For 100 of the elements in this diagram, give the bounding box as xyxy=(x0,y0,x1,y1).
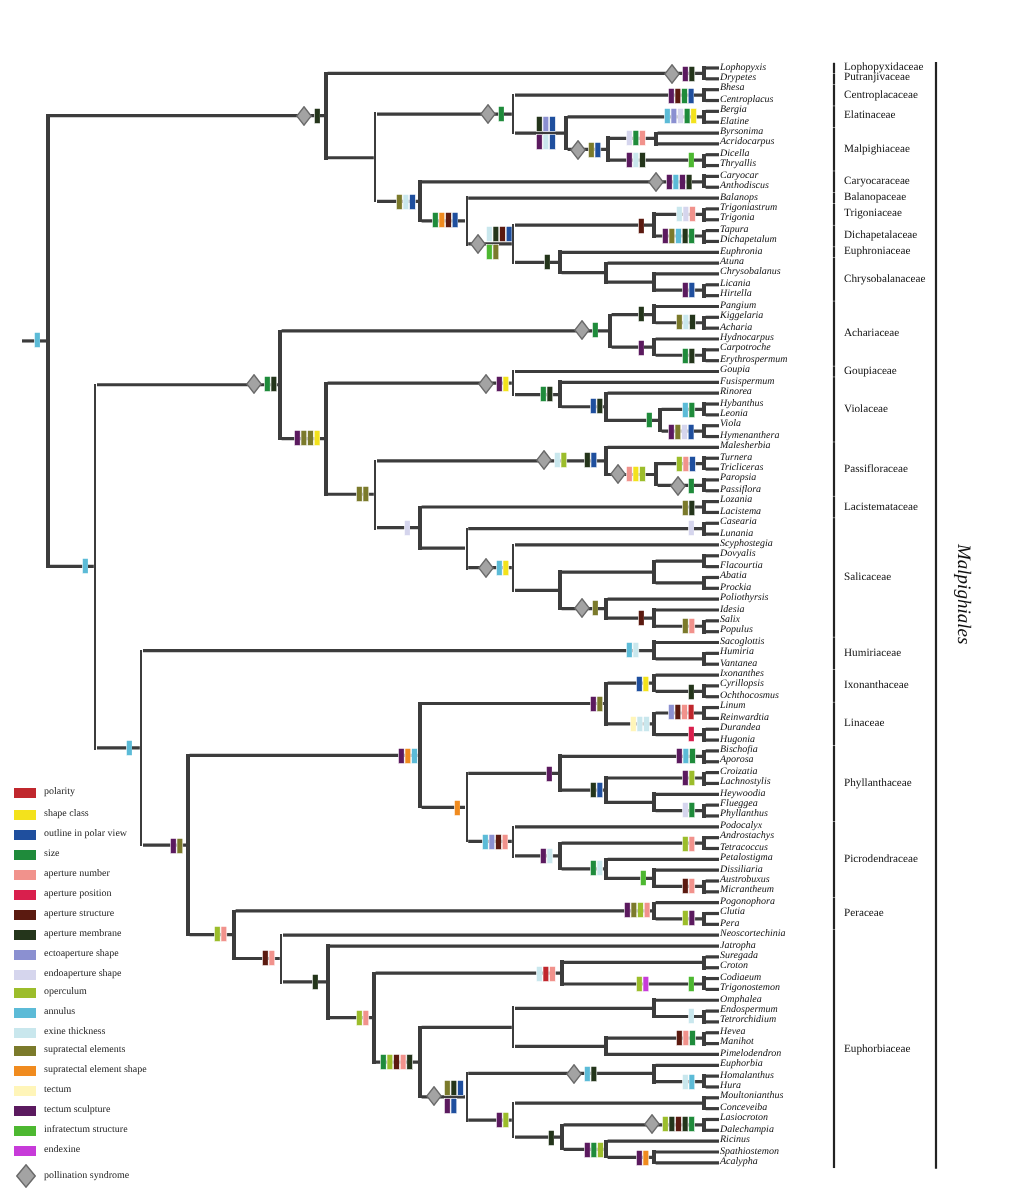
branch-line xyxy=(327,381,512,385)
clade-node-line xyxy=(511,223,515,264)
branch-line xyxy=(327,71,703,75)
branch-line xyxy=(609,136,655,141)
branch-line xyxy=(607,418,659,422)
branch-line xyxy=(49,564,94,568)
branch-line xyxy=(655,868,719,872)
branch-line xyxy=(561,405,605,409)
branch-line xyxy=(607,876,653,880)
branch-line xyxy=(561,841,703,845)
branch-line xyxy=(705,749,719,753)
branch-line xyxy=(705,976,719,981)
branch-line xyxy=(705,987,719,991)
branch-line xyxy=(705,814,719,818)
branch-line xyxy=(607,776,703,780)
branch-line xyxy=(607,1155,653,1159)
clade-node-line xyxy=(418,180,422,223)
branch-line xyxy=(657,142,719,146)
clade-node-line xyxy=(465,1071,469,1122)
clade-node-line xyxy=(465,527,469,570)
branch-line xyxy=(611,345,653,349)
clade-node-line xyxy=(372,971,376,1064)
branch-line xyxy=(468,1118,512,1122)
branch-line xyxy=(705,521,719,525)
clade-node-line xyxy=(604,857,608,880)
branch-line xyxy=(705,359,719,363)
branch-line xyxy=(655,998,719,1002)
clade-node-line xyxy=(558,380,562,409)
branch-line xyxy=(515,392,559,397)
clade-node-line xyxy=(604,681,608,726)
branch-line xyxy=(611,313,653,317)
branch-line xyxy=(327,156,374,160)
branch-line xyxy=(283,933,719,937)
branch-line xyxy=(468,771,559,775)
branch-line xyxy=(705,478,719,482)
branch-line xyxy=(655,1150,719,1154)
branch-line xyxy=(607,1036,703,1040)
clade-node-line xyxy=(652,901,656,921)
branch-line xyxy=(515,588,559,592)
clade-node-line xyxy=(606,136,610,162)
branch-line xyxy=(377,526,419,530)
branch-line xyxy=(705,413,719,417)
branch-line xyxy=(705,348,719,352)
branch-line xyxy=(705,66,719,70)
branch-line xyxy=(705,630,719,634)
branch-line xyxy=(327,492,374,496)
clade-node-line xyxy=(511,1101,515,1139)
clade-node-line xyxy=(652,998,656,1019)
branch-line xyxy=(705,315,719,319)
branch-line xyxy=(705,955,719,959)
branch-line xyxy=(705,575,719,580)
branch-line xyxy=(705,695,719,699)
clade-node-line xyxy=(652,673,656,693)
clade-node-line xyxy=(652,640,656,661)
clade-node-line xyxy=(652,868,656,888)
branch-line xyxy=(705,434,719,439)
branch-line xyxy=(515,854,559,858)
branch-line xyxy=(567,147,607,151)
branch-line xyxy=(515,1135,561,1139)
branch-line xyxy=(377,199,419,203)
branch-line xyxy=(655,1014,703,1019)
branch-line xyxy=(705,1020,719,1024)
branch-line xyxy=(705,771,719,775)
branch-line xyxy=(655,640,719,645)
branch-line xyxy=(561,250,719,254)
branch-line xyxy=(657,483,703,487)
branch-line xyxy=(655,884,703,888)
clade-node-line xyxy=(558,754,562,792)
branch-line xyxy=(421,546,465,550)
branch-line xyxy=(705,911,719,916)
clade-node-line xyxy=(373,112,377,203)
branch-line xyxy=(655,1063,719,1067)
clade-node-line xyxy=(652,337,656,357)
branch-line xyxy=(468,242,512,246)
clade-node-line xyxy=(558,570,562,611)
branch-line xyxy=(705,1009,719,1013)
branch-line xyxy=(281,437,325,441)
branch-line xyxy=(655,234,703,238)
branch-line xyxy=(468,1071,653,1075)
clade-node-line xyxy=(652,272,656,292)
branch-line xyxy=(607,391,719,395)
branch-line xyxy=(515,223,653,227)
clade-node-line xyxy=(652,1063,656,1084)
branch-line xyxy=(421,180,703,184)
branch-line xyxy=(515,1044,605,1048)
branch-line xyxy=(705,207,719,211)
branch-line xyxy=(705,239,719,244)
branch-line xyxy=(235,909,653,913)
branch-line xyxy=(607,722,653,726)
branch-line xyxy=(655,1161,719,1165)
branch-line xyxy=(705,1042,719,1046)
branch-line xyxy=(705,174,719,178)
branch-line xyxy=(655,321,703,325)
branch-line xyxy=(705,619,719,623)
branch-line xyxy=(705,662,719,666)
branch-line xyxy=(705,77,719,81)
clade-node-line xyxy=(324,71,328,160)
branch-line xyxy=(705,467,719,471)
clade-node-line xyxy=(511,369,515,397)
clade-node-line xyxy=(558,841,562,871)
